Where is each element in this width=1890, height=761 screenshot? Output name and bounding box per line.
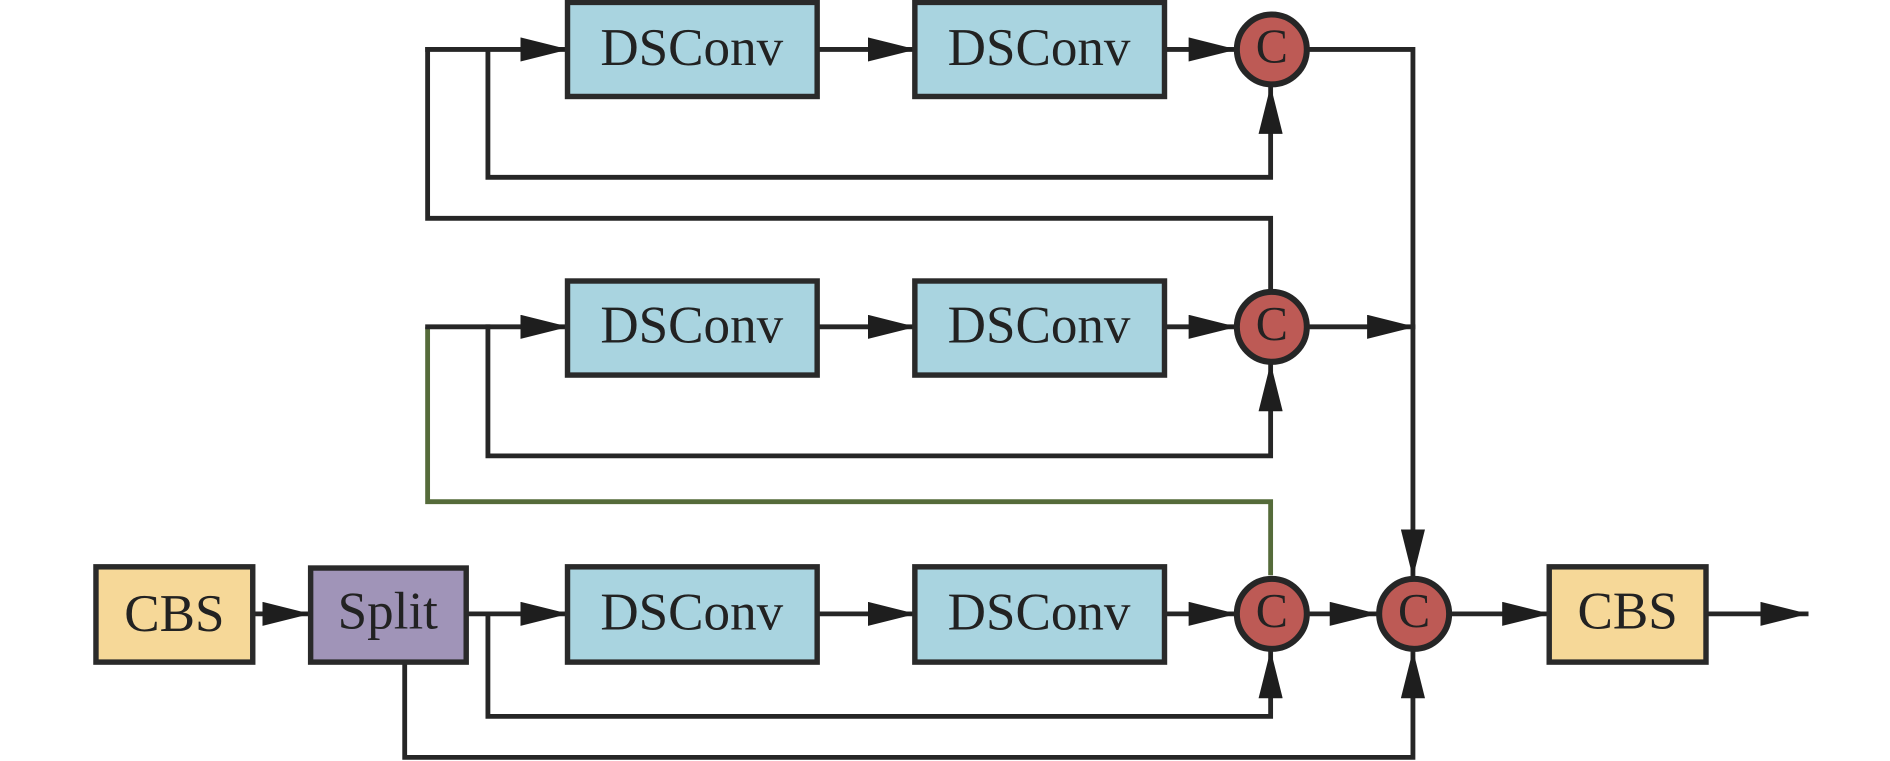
edge-row2-skip [485,324,1283,459]
row1-dsconv-2: DSConv [912,0,1168,100]
row2-concat-node: C [1233,288,1310,365]
row2-dsconv-2-label: DSConv [948,297,1131,355]
cbs-output-label: CBS [1577,582,1677,640]
edge-row3-skip [485,611,1283,719]
row2-dsconv-2: DSConv [912,278,1168,378]
row1-dsconv-2-label: DSConv [948,19,1131,77]
row2-concat-label: C [1256,298,1288,351]
row3-concat-node: C [1233,575,1310,652]
cbs-output-node: CBS [1546,564,1709,665]
split-box [307,565,469,665]
edge-row1-to-final-concat [1306,47,1425,578]
edge-split-to-final-concat [402,650,1425,760]
row2-dsconv-1-label: DSConv [600,297,783,355]
edge-row1-skip [485,47,1283,180]
row1-concat-node: C [1233,11,1310,88]
row2-dsconv-1: DSConv [564,278,820,378]
row3-dsconv-2: DSConv [912,564,1168,665]
row1-concat-label: C [1256,21,1288,74]
row3-dsconv-2-label: DSConv [948,584,1131,642]
final-concat-node: C [1376,575,1453,652]
final-concat-label: C [1398,585,1430,638]
edge-row2-to-row1-input [425,47,1274,291]
edge-row3-to-row2-input [425,326,1274,576]
cbs-input-label: CBS [124,585,224,643]
split-node: Split [307,565,469,665]
cbs-input-node: CBS [93,564,256,665]
row3-dsconv-1-label: DSConv [600,584,783,642]
row3-dsconv-1: DSConv [564,564,820,665]
row1-dsconv-1-label: DSConv [600,19,783,77]
split-label: Split [338,582,439,640]
row3-concat-label: C [1256,585,1288,638]
cbs-input-box [93,564,256,665]
row1-dsconv-1: DSConv [564,0,820,100]
